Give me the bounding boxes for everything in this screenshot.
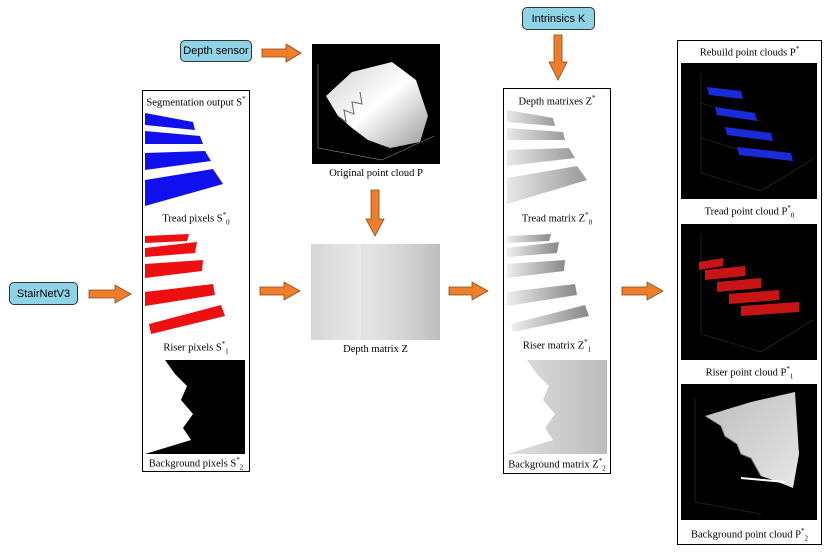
arrow-matrixes-to-rebuild [621, 281, 664, 301]
background-pixels-label: Background pixels S*2 [148, 456, 244, 472]
depth-matrix-label: Depth matrix Z [343, 344, 408, 355]
riser-pixels-label: Riser pixels S*1 [163, 340, 229, 356]
background-matrix-region [507, 360, 607, 454]
tread-cloud-step [725, 127, 773, 141]
background-point-cloud-label: Background point cloud P*2 [691, 527, 808, 543]
riser-cloud-step [705, 266, 745, 280]
tread-matrix-image [507, 108, 607, 208]
tread-stripe [145, 151, 211, 170]
background-mask [145, 360, 245, 454]
riser-matrix-band [507, 284, 577, 306]
tread-matrix-band [507, 148, 575, 166]
riser-cloud-step [699, 258, 723, 270]
background-pixels-image [145, 358, 245, 454]
riser-matrix-image [507, 232, 607, 334]
intrinsics-node: Intrinsics K [522, 7, 595, 30]
riser-stripe [145, 284, 215, 306]
original-point-cloud-label: Original point cloud P [329, 168, 423, 179]
original-point-cloud-image [312, 44, 440, 164]
riser-point-cloud-label: Riser point cloud P*1 [705, 365, 794, 381]
tread-cloud-step [715, 107, 757, 121]
riser-stripe [145, 242, 197, 257]
rebuild-title: Rebuild point clouds P* [699, 45, 800, 59]
riser-matrix-band [507, 234, 551, 243]
riser-stripe [145, 234, 189, 243]
tread-point-cloud-label: Tread point cloud P*0 [704, 204, 795, 220]
arrow-sensor-to-pointcloud [261, 43, 302, 63]
riser-point-cloud-image [681, 224, 817, 360]
tread-stripe [145, 131, 203, 144]
tread-stripe [145, 113, 195, 130]
tread-matrix-band [507, 110, 555, 126]
tread-cloud-step [707, 87, 743, 99]
riser-cloud-step [729, 290, 779, 304]
arrow-depth-to-matrixes [448, 281, 489, 301]
arrow-pointcloud-to-depth [365, 189, 385, 237]
riser-matrix-band [511, 305, 589, 332]
tread-matrix-band [507, 128, 565, 140]
tread-point-cloud-image [681, 63, 817, 199]
depth-matrix-image [311, 244, 440, 340]
stairnet-node: StairNetV3 [9, 282, 78, 305]
riser-cloud-step [717, 278, 761, 292]
tread-pixels-image [145, 110, 245, 208]
tread-pixels-label: Tread pixels S*0 [162, 211, 230, 227]
segmentation-title: Segmentation output S* [146, 95, 246, 109]
riser-stripe [145, 260, 203, 278]
riser-stripe [149, 305, 225, 334]
arrow-intrinsics-to-matrixes [548, 34, 568, 81]
depth-matrixes-title: Depth matrixes Z* [518, 94, 596, 108]
riser-matrix-band [507, 242, 559, 257]
depth-sensor-node: Depth sensor [180, 40, 252, 62]
tread-stripe [145, 169, 223, 206]
arrow-stairnet-to-segmentation [88, 284, 132, 304]
background-matrix-label: Background matrix Z*2 [508, 457, 606, 473]
tread-matrix-band [507, 166, 587, 204]
riser-cloud-step [741, 302, 799, 316]
riser-matrix-label: Riser matrix Z*1 [522, 338, 592, 354]
tread-cloud-step [737, 147, 793, 161]
background-cloud-surface [705, 392, 799, 488]
tread-matrix-label: Tread matrix Z*0 [521, 211, 593, 227]
riser-pixels-image [145, 232, 245, 336]
arrow-segmentation-to-depth [259, 281, 301, 301]
background-point-cloud-image [681, 384, 817, 520]
riser-matrix-band [507, 260, 565, 278]
background-matrix-image [507, 358, 607, 454]
